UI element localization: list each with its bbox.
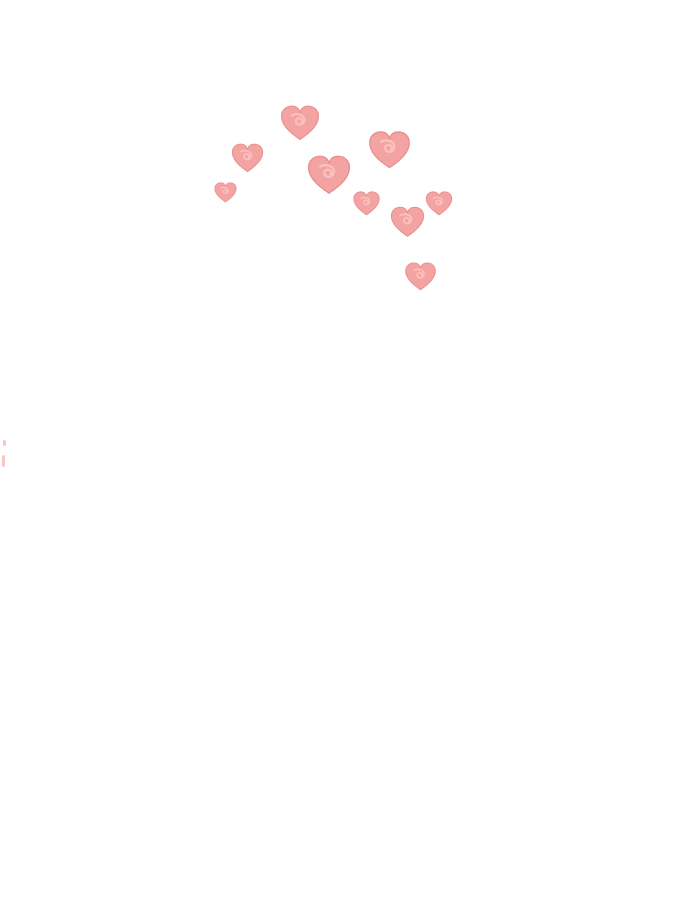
heart-swirl: [360, 196, 371, 206]
heart-shape: [390, 206, 425, 237]
heart-icon: [390, 206, 425, 237]
heart-icon: [280, 105, 320, 141]
heart-swirl: [291, 113, 306, 126]
heart-shape: [214, 182, 237, 203]
paint-speck: [3, 440, 6, 446]
heart-swirl: [432, 196, 443, 206]
heart-swirl: [399, 213, 413, 225]
heart-shape: [307, 155, 351, 195]
heart-swirl: [240, 149, 252, 161]
heart-shape: [280, 105, 320, 141]
heart-icon: [405, 262, 436, 291]
heart-icon: [307, 155, 351, 195]
heart-icon: [425, 191, 453, 216]
heart-swirl: [379, 139, 396, 153]
heart-shape: [353, 191, 380, 216]
paint-speck: [2, 455, 5, 467]
heart-shape: [369, 131, 410, 169]
heart-shape: [231, 143, 264, 173]
heart-swirl: [319, 164, 335, 178]
heart-shape: [425, 191, 453, 216]
heart-icon: [353, 191, 380, 216]
heart-icon: [369, 131, 410, 169]
heart-swirl: [413, 268, 425, 279]
heart-swirl: [220, 186, 229, 195]
heart-shape: [405, 262, 436, 291]
heart-icon: [214, 182, 237, 203]
heart-icon: [231, 143, 264, 173]
